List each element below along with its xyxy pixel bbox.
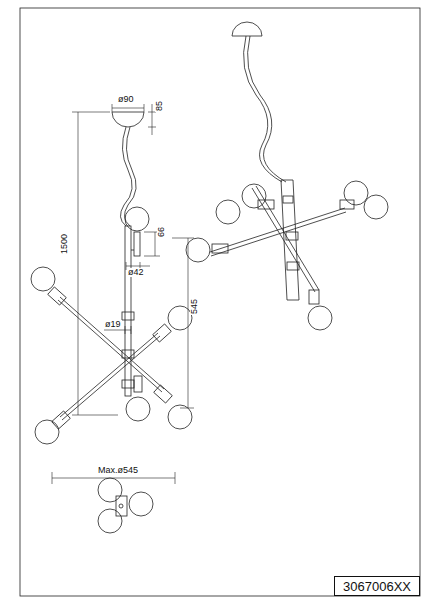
center-rod <box>125 226 131 396</box>
sheet-frame <box>20 8 420 596</box>
dimension-lines <box>52 104 194 484</box>
dimension-label: 1500 <box>60 233 69 255</box>
dimension-label: 545 <box>190 298 199 315</box>
socket <box>309 290 319 304</box>
bulb <box>168 306 192 330</box>
dimension-label: ø19 <box>104 320 122 329</box>
bulb <box>31 267 55 291</box>
canopy <box>232 22 262 36</box>
socket <box>134 376 142 392</box>
dimension-label: ø42 <box>127 268 145 277</box>
collar <box>122 380 134 388</box>
bulb <box>168 405 192 429</box>
dimension-label: 66 <box>157 226 166 238</box>
cable <box>124 127 136 226</box>
socket <box>153 324 172 342</box>
dimension-label: Max.ø545 <box>97 466 139 475</box>
cable <box>244 36 282 182</box>
bulb <box>186 238 210 262</box>
socket <box>340 200 354 209</box>
front-view <box>31 104 194 484</box>
title-block: 3067006XX <box>334 576 420 596</box>
socket <box>134 232 140 256</box>
socket <box>48 287 67 305</box>
socket <box>154 385 173 403</box>
part-number: 3067006XX <box>343 579 411 594</box>
bulb <box>308 306 332 330</box>
dimension-label: 85 <box>155 100 164 112</box>
collar <box>122 312 134 320</box>
socket <box>212 244 228 253</box>
socket <box>258 200 274 209</box>
bulb <box>126 397 150 421</box>
canopy <box>112 112 144 127</box>
arm <box>58 300 162 392</box>
bulb <box>364 195 388 219</box>
bulb <box>344 181 368 205</box>
bulb <box>125 207 149 231</box>
bulb <box>216 200 240 224</box>
top-view <box>98 478 153 533</box>
arm <box>62 336 160 420</box>
perspective-view <box>186 22 388 330</box>
dimension-label: ø90 <box>117 95 135 104</box>
bulb <box>35 420 59 444</box>
bulb <box>242 184 266 208</box>
socket <box>52 411 71 429</box>
arm <box>252 188 315 292</box>
